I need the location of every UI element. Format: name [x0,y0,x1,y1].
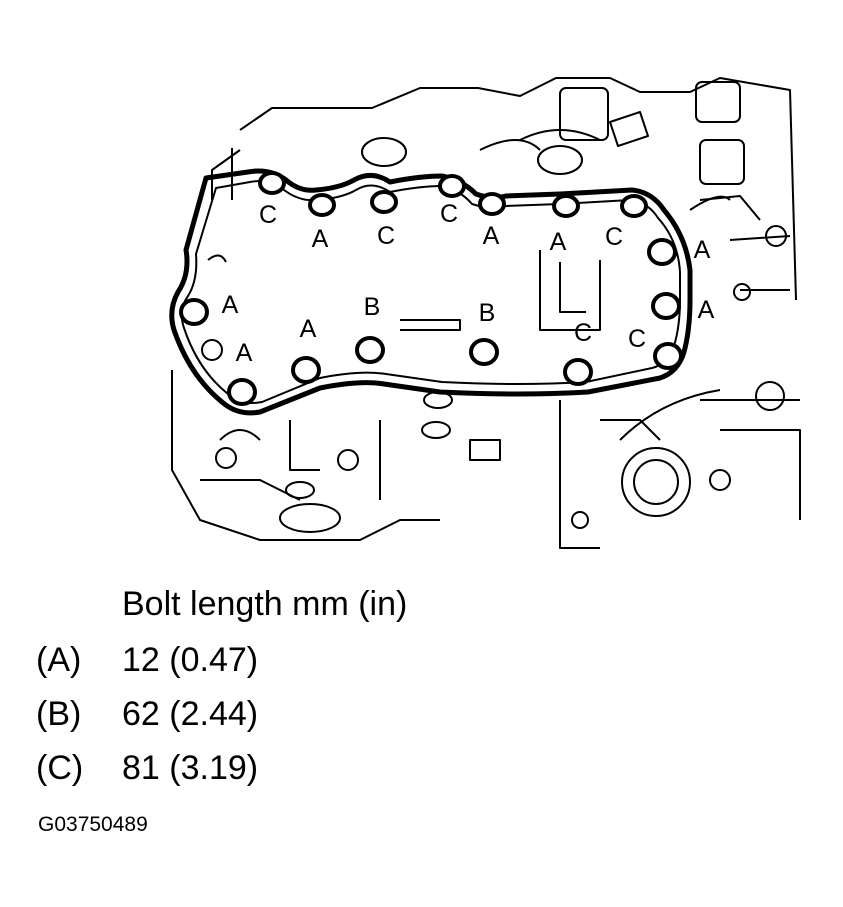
bolt [620,194,648,218]
bolt-callout-a: A [483,222,500,250]
bolt [438,174,466,198]
bolt [308,193,336,217]
bolt [291,356,321,384]
figure-id: G03750489 [38,813,148,836]
bolt-callout-a: A [550,228,567,256]
bolt [355,336,385,364]
legend-value: 62 (2.44) [122,695,259,733]
legend-header: Bolt length mm (in) [122,585,408,623]
legend-key: (C) [36,749,84,787]
bolt-callout-c: C [574,319,592,347]
bolt [227,378,257,406]
bolt-callout-a: A [300,315,317,343]
bolt [651,292,681,320]
bolt-callout-a: A [236,339,253,367]
bolt [563,358,593,386]
bolt-callout-c: C [259,201,277,229]
bolt-callout-a: A [312,225,329,253]
bolt-callout-c: C [440,200,458,228]
bolt [469,338,499,366]
bolt-callout-c: C [628,325,646,353]
legend-key: (B) [36,695,82,733]
bolts [179,171,683,406]
bolt-callout-a: A [698,296,715,324]
bolt-callout-b: B [479,299,496,327]
bolt-callout-a: A [222,291,239,319]
bolt-callout-c: C [377,222,395,250]
bolt [647,238,677,266]
bolt-callout-a: A [694,236,711,264]
background-machinery [171,77,801,549]
legend-value: 12 (0.47) [122,641,259,679]
legend-value: 81 (3.19) [122,749,259,787]
bolt [179,298,209,326]
legend-row-a: (A) 12 (0.47) [36,640,536,680]
legend-row-b: (B) 62 (2.44) [36,694,536,734]
bolt-callout-b: B [364,293,381,321]
bolt [258,171,286,195]
separator-plate-outline [169,168,693,416]
legend-row-c: (C) 81 (3.19) [36,748,536,788]
bolt [478,192,506,216]
bolt [653,342,683,370]
bolt-callout-c: C [605,223,623,251]
bolt [552,194,580,218]
legend-key: (A) [36,641,82,679]
bolt [370,190,398,214]
